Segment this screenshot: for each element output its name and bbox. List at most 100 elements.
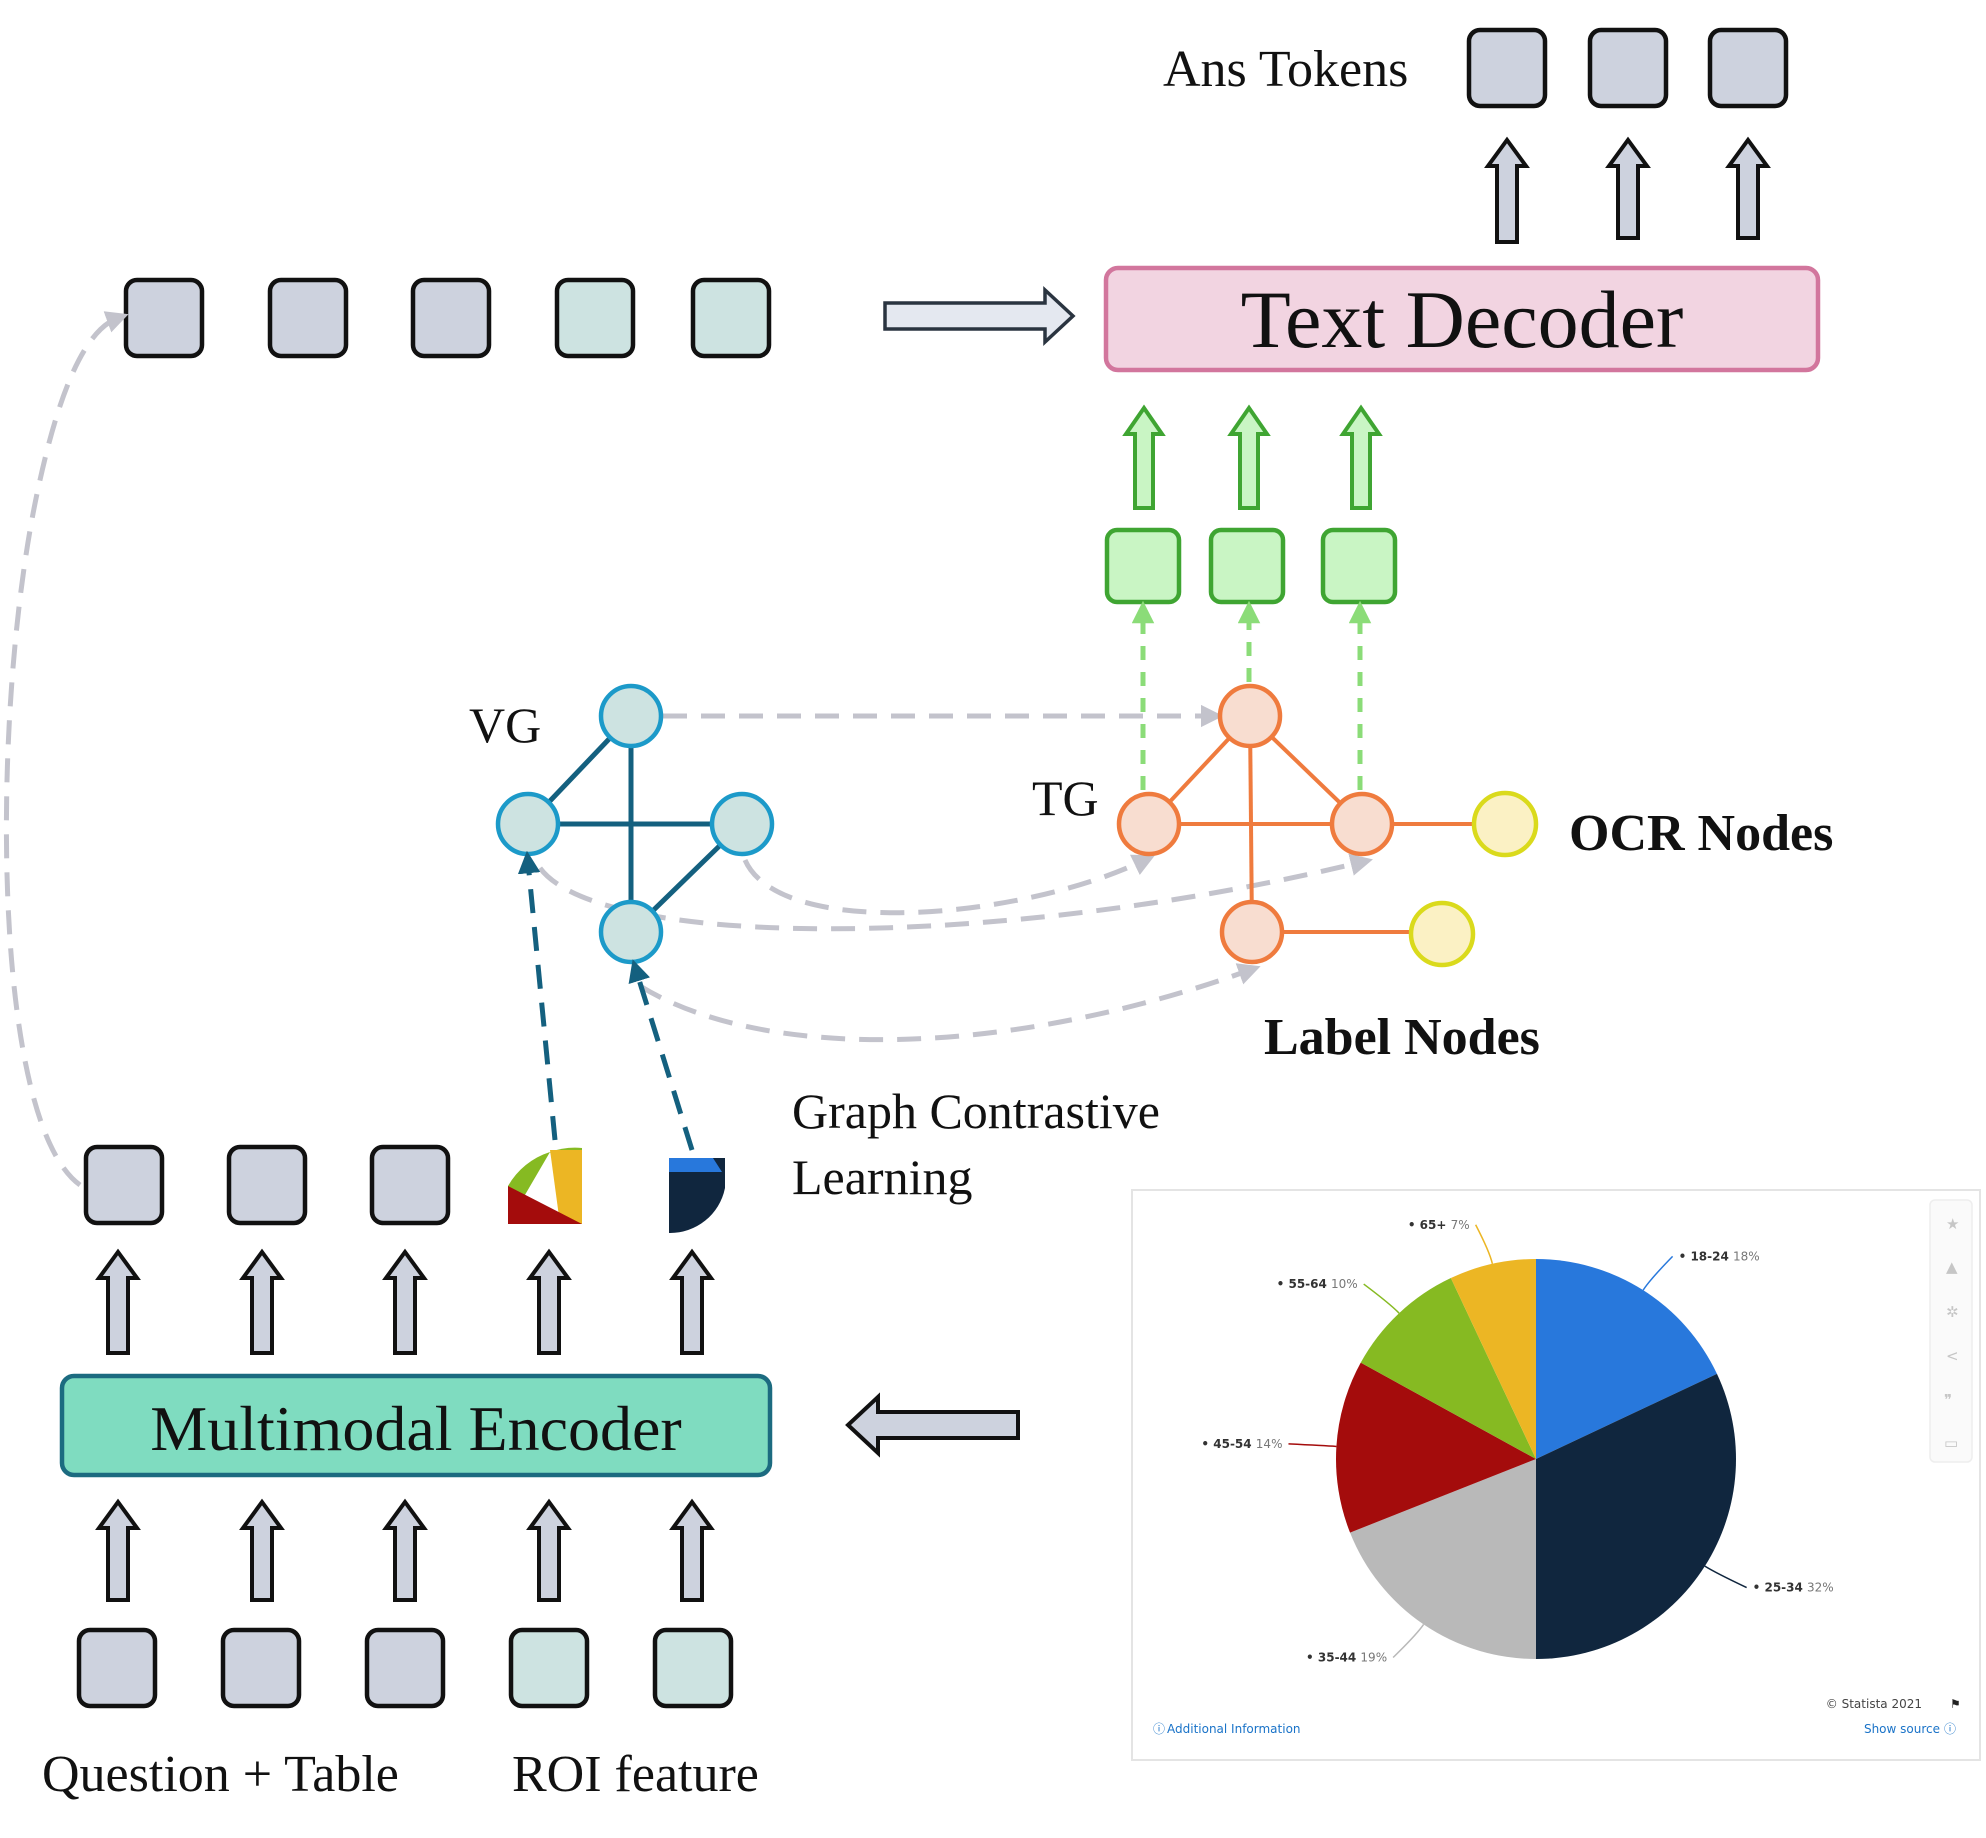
up-arrow-icon [1122, 404, 1166, 510]
text-decoder-label: Text Decoder [1241, 274, 1684, 365]
text-graph [1116, 683, 1539, 968]
up-arrow-icon [1605, 136, 1651, 240]
encoded-token [123, 277, 205, 359]
pie-slice-label: • 55-64 10% [1277, 1277, 1358, 1291]
skip-connection-arrow [3, 311, 129, 1188]
info-icon: ⓘ [1153, 1722, 1165, 1736]
answer-token [1466, 27, 1548, 109]
answer-token [1587, 27, 1669, 109]
inset-pie-chart [1336, 1259, 1736, 1659]
up-arrow-icon [526, 1248, 572, 1355]
up-arrow-icon [669, 1498, 715, 1602]
star-icon[interactable]: ★ [1946, 1215, 1959, 1233]
decoder-output-arrows [1484, 136, 1771, 244]
vg-node [709, 791, 775, 857]
roi-to-vg-arrow [517, 850, 558, 1141]
up-arrow-icon [382, 1248, 428, 1355]
encoded-token [267, 277, 349, 359]
ans-tokens-label: Ans Tokens [1163, 41, 1408, 98]
encoded-token-row [123, 277, 772, 359]
vg-node [598, 899, 664, 965]
vg-node [495, 791, 561, 857]
ocr-nodes-label: OCR Nodes [1569, 805, 1833, 862]
pie-slice-55-64 [1360, 1278, 1536, 1459]
info-icon: ⓘ [1944, 1722, 1956, 1736]
flag-icon: ⚑ [1950, 1697, 1961, 1711]
roi-feature-label: ROI feature [512, 1746, 759, 1803]
multimodal-encoder-label: Multimodal Encoder [150, 1393, 681, 1464]
up-arrow-icon [239, 1498, 285, 1602]
show-source-link[interactable]: Show source [1864, 1722, 1940, 1736]
tg-node [1217, 683, 1283, 749]
encoder-output-token [226, 1144, 308, 1226]
pie-leader-line [1363, 1283, 1400, 1314]
answer-token-row [1466, 27, 1789, 109]
ans-tokens-text: Ans Tokens [1163, 41, 1408, 98]
tg-label: TG [1032, 770, 1099, 826]
tg-node [1329, 791, 1395, 857]
pie-leader-line [1474, 1224, 1494, 1264]
pie-slice-label: • 18-24 18% [1679, 1249, 1760, 1263]
multimodal-encoder-box [59, 1373, 773, 1478]
encoder-output-token [83, 1144, 165, 1226]
up-arrow-icon [1484, 136, 1530, 244]
ocr-token-row [1104, 527, 1398, 605]
quote-icon[interactable]: ❞ [1944, 1391, 1952, 1409]
pie-slice-35-44 [1350, 1459, 1536, 1659]
pie-leader-line [1392, 1623, 1425, 1659]
pie-slice-18-24 [1536, 1259, 1717, 1459]
gcl-label-line2: Learning [792, 1149, 972, 1205]
vg-node [598, 683, 664, 749]
print-icon[interactable]: ▭ [1944, 1434, 1958, 1452]
up-arrow-icon [95, 1248, 141, 1355]
up-arrow-icon [1725, 136, 1771, 240]
encoded-token [410, 277, 492, 359]
bell-icon[interactable]: ▲ [1946, 1258, 1958, 1276]
share-icon[interactable]: < [1946, 1347, 1959, 1365]
up-arrow-icon [95, 1498, 141, 1602]
pie-slice-65+ [1450, 1259, 1536, 1459]
ocr-token [1320, 527, 1398, 605]
input-token [508, 1627, 590, 1709]
encoded-token [690, 277, 772, 359]
up-arrow-icon [526, 1498, 572, 1602]
tg-node [1219, 899, 1285, 965]
up-arrow-icon [1339, 404, 1383, 510]
pie-leader-line [1288, 1443, 1337, 1448]
answer-token [1707, 27, 1789, 109]
pie-leader-line [1704, 1565, 1747, 1589]
inset-side-toolbar: ★ ▲ ✲ < ❞ ▭ [1929, 1199, 1973, 1463]
pie-slice-45-54 [1336, 1362, 1536, 1533]
ocr-token-arrows [1122, 404, 1383, 510]
ocr-dotted-arrows [1131, 600, 1372, 790]
input-token [76, 1627, 158, 1709]
pie-leader-line [1642, 1255, 1674, 1291]
up-arrow-icon [239, 1248, 285, 1355]
ocr-node [1471, 790, 1539, 858]
roi-crop-pie-segment [508, 1147, 582, 1224]
inset-chart-screenshot: • 18-24 18% • 25-34 32% • 35-44 19% • 45-54… [1131, 1189, 1981, 1761]
additional-info-link[interactable]: Additional Information [1167, 1722, 1301, 1736]
dashed-arrow [638, 963, 1261, 1043]
pie-slice-label: • 45-54 14% [1201, 1437, 1282, 1451]
input-token [364, 1627, 446, 1709]
right-arrow-icon [883, 285, 1076, 347]
pie-slice-label: • 25-34 32% [1753, 1581, 1834, 1595]
ocr-node [1408, 900, 1476, 968]
statista-credit: © Statista 2021 [1826, 1697, 1922, 1711]
pie-slice-label: • 35-44 19% [1306, 1650, 1387, 1664]
up-arrow-icon [669, 1248, 715, 1355]
tg-node [1116, 791, 1182, 857]
up-arrow-icon [382, 1498, 428, 1602]
vg-label: VG [469, 697, 541, 753]
inset-pie-labels: • 18-24 18% • 25-34 32% • 35-44 19% • 45-54… [1201, 1218, 1833, 1665]
encoded-token [554, 277, 636, 359]
encoder-output-arrows [95, 1248, 715, 1355]
pie-slice-25-34 [1536, 1373, 1736, 1659]
input-token [220, 1627, 302, 1709]
encoder-output-row [83, 1144, 725, 1234]
question-table-label: Question + Table [42, 1746, 399, 1803]
graph-alignment-arrows [537, 704, 1373, 1043]
roi-crop-pie-segment [669, 1158, 725, 1234]
gear-icon[interactable]: ✲ [1946, 1303, 1959, 1321]
